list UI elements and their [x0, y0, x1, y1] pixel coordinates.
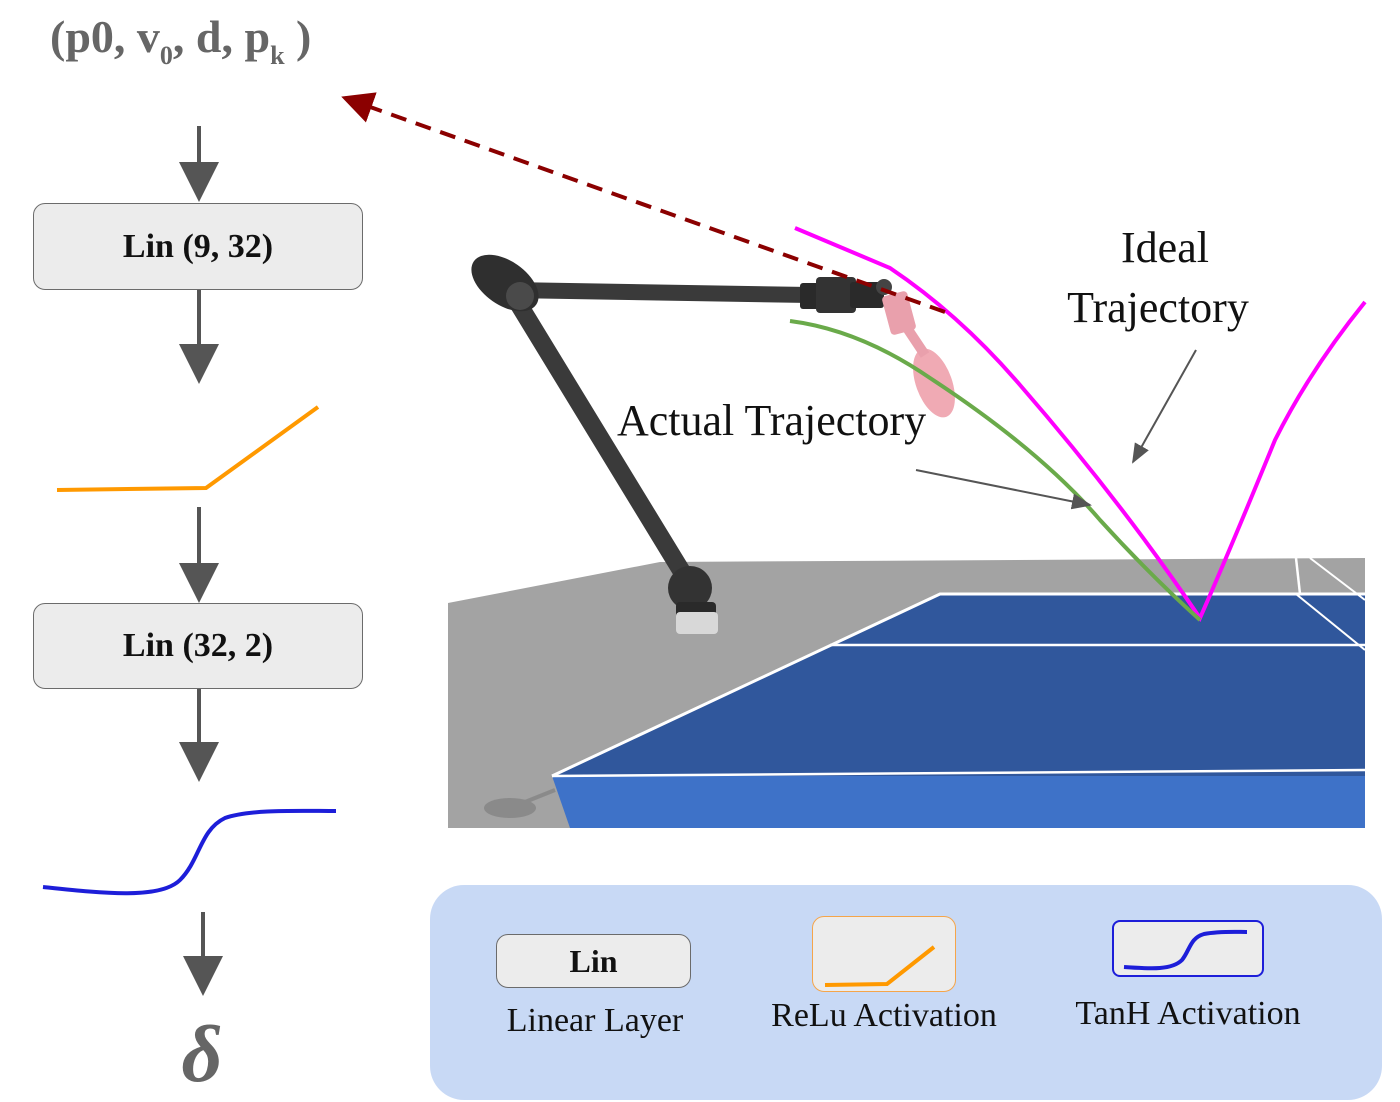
legend-relu-curve: [824, 944, 935, 987]
legend-linear-caption: Linear Layer: [506, 1002, 684, 1039]
output-delta-label: δ: [181, 1011, 223, 1099]
ideal-trajectory-label-line2: Trajectory: [1067, 283, 1249, 332]
legend-linear-symbol-text: Lin: [569, 942, 618, 979]
tanh-curve: [42, 808, 337, 896]
linear-layer-1: Lin (9, 32): [33, 203, 363, 290]
ideal-pointer-arrow: [1132, 349, 1197, 464]
table-top: [552, 594, 1365, 776]
network-arrows: [179, 126, 223, 996]
robot-arm: [471, 254, 892, 634]
legend-tanh-curve: [1123, 929, 1248, 971]
legend-linear-symbol: Lin: [496, 934, 691, 988]
legend-relu-caption: ReLu Activation: [771, 997, 997, 1034]
legend-tanh-symbol: [1112, 920, 1264, 977]
actual-trajectory: [789, 319, 1202, 622]
legend-relu-symbol: [812, 916, 956, 992]
ideal-trajectory: [794, 226, 1367, 623]
linear-layer-2: Lin (32, 2): [33, 603, 363, 689]
relu-curve: [56, 405, 320, 492]
linear-layer-1-label: Lin (9, 32): [122, 227, 274, 265]
table-side: [552, 776, 1365, 828]
actual-trajectory-label: Actual Trajectory: [617, 396, 927, 445]
ideal-trajectory-label-line1: Ideal: [1121, 223, 1209, 272]
input-vector-label: (p0, v0, d, pk ): [50, 11, 312, 70]
legend-tanh-caption: TanH Activation: [1075, 995, 1301, 1032]
table-lines: [551, 557, 1366, 778]
linear-layer-2-label: Lin (32, 2): [122, 627, 274, 664]
feedback-arrow: [341, 92, 946, 314]
actual-pointer-arrow: [915, 469, 1092, 510]
ping-pong-scene: [341, 92, 1367, 828]
